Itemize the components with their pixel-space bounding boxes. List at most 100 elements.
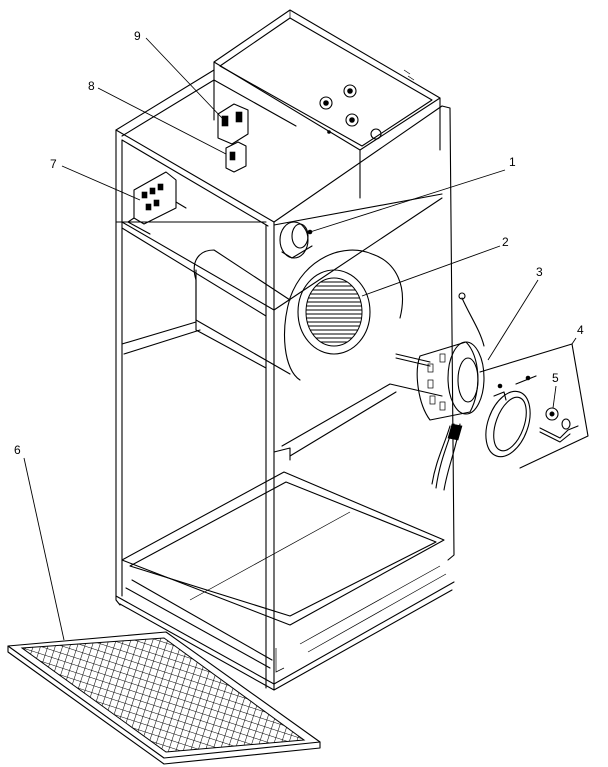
motor-end-cap [447, 341, 485, 415]
callout-1: 1 [509, 155, 516, 169]
leader-lines [23, 37, 577, 641]
cabinet-lower-shelf [121, 471, 445, 626]
motor-shaft [395, 353, 431, 367]
motor-vent [439, 353, 446, 363]
allen-wrench [539, 425, 579, 443]
callout-9: 9 [134, 29, 141, 43]
leader-line-2 [361, 245, 501, 297]
leader-line-3 [487, 279, 539, 361]
motor-end-cap-inner [457, 357, 479, 403]
callout-labels: 1 2 3 4 5 6 7 8 9 [14, 29, 584, 457]
air-filter-edge [7, 645, 321, 765]
blower-box-corner-detail [289, 10, 415, 81]
cabinet-base-front [115, 581, 455, 691]
terminal-screw [149, 187, 156, 195]
cabinet-top-front [115, 105, 443, 223]
cabinet-base-slot [299, 565, 447, 653]
mount-screw-shank [515, 375, 537, 385]
knockout-hole [370, 128, 382, 140]
blower-housing [193, 249, 404, 381]
leader-line-8 [97, 87, 227, 155]
mount-band [485, 390, 531, 458]
blower-box-front-wall [213, 61, 441, 199]
blower-wheel-rim [297, 269, 371, 355]
callout-6: 6 [14, 443, 21, 457]
washer [561, 418, 571, 430]
cabinet-lower-shelf-inner [129, 481, 437, 617]
knockout-hole [319, 96, 333, 110]
transformer-body [217, 103, 249, 145]
air-filter-mesh [20, 637, 306, 753]
blower-housing-left-side [195, 279, 291, 375]
cabinet [115, 9, 455, 691]
blower-housing-scroll [193, 249, 291, 301]
motor-mount-kit [479, 343, 589, 469]
cabinet-base-rail [125, 579, 273, 669]
terminal-screw [141, 191, 148, 199]
callout-5: 5 [552, 371, 559, 385]
cabinet-front-vertical-detail [275, 648, 285, 673]
blower-deck [121, 197, 443, 317]
motor-lead-bundle [447, 423, 463, 441]
relay-body [225, 141, 247, 173]
cabinet-front-right-edge [265, 221, 275, 691]
capacitor [279, 221, 313, 259]
transformer-core [221, 115, 229, 127]
knockout-hole-fill [323, 100, 329, 106]
blower-deck-front [115, 193, 443, 226]
cabinet-rear-ledge [273, 447, 291, 461]
relay [225, 141, 247, 173]
motor-vent [429, 395, 436, 405]
callout-7: 7 [50, 157, 57, 171]
cabinet-left-rail [121, 321, 201, 355]
mount-band-clip [493, 391, 507, 401]
terminal-screw [153, 199, 160, 207]
knockout-hole [345, 113, 359, 127]
terminal-block-plate [133, 171, 177, 225]
mount-screw [497, 383, 503, 389]
motor-body [416, 341, 479, 421]
motor-vent [427, 379, 434, 389]
terminal-screw [145, 203, 152, 211]
cabinet-top-rail [121, 79, 297, 137]
kit-bracket-box [479, 343, 589, 469]
knockout-hole [343, 84, 357, 98]
blower-box-inner [219, 17, 433, 147]
terminal-block [127, 171, 187, 235]
callout-4: 4 [577, 323, 584, 337]
set-bolt-hex [549, 411, 555, 417]
leader-line-9 [145, 37, 223, 119]
transformer [217, 103, 249, 145]
motor-wire [461, 297, 485, 347]
capacitor-bracket [281, 245, 313, 259]
air-filter [7, 631, 321, 765]
blower-motor [395, 292, 485, 491]
motor-wire-end [458, 292, 466, 300]
set-bolt-head [545, 407, 559, 421]
transformer-core [235, 111, 243, 123]
terminal-screw [157, 183, 164, 191]
callout-3: 3 [536, 265, 543, 279]
cabinet-top-back [115, 69, 269, 227]
leader-line-6 [23, 457, 65, 641]
cabinet-back-right-edge [441, 105, 455, 561]
blower-housing-outline [284, 249, 404, 381]
mount-band-inner [493, 396, 527, 452]
terminal-block-tab [127, 201, 187, 235]
leader-line-4 [571, 337, 577, 345]
callout-8: 8 [88, 79, 95, 93]
blower-wheel-slats [305, 277, 363, 347]
leader-line-1 [309, 169, 506, 233]
cabinet-shelf-line [189, 511, 351, 601]
small-screw [327, 130, 331, 134]
leader-line-5 [552, 385, 557, 409]
cabinet-right-rail [281, 383, 443, 457]
cabinet-front-left-edge [115, 129, 121, 606]
knockout-hole-fill [347, 88, 353, 94]
motor-vent [427, 363, 434, 373]
relay-contact [229, 151, 236, 161]
capacitor-end [291, 223, 309, 249]
knockout-hole-fill [349, 117, 355, 123]
